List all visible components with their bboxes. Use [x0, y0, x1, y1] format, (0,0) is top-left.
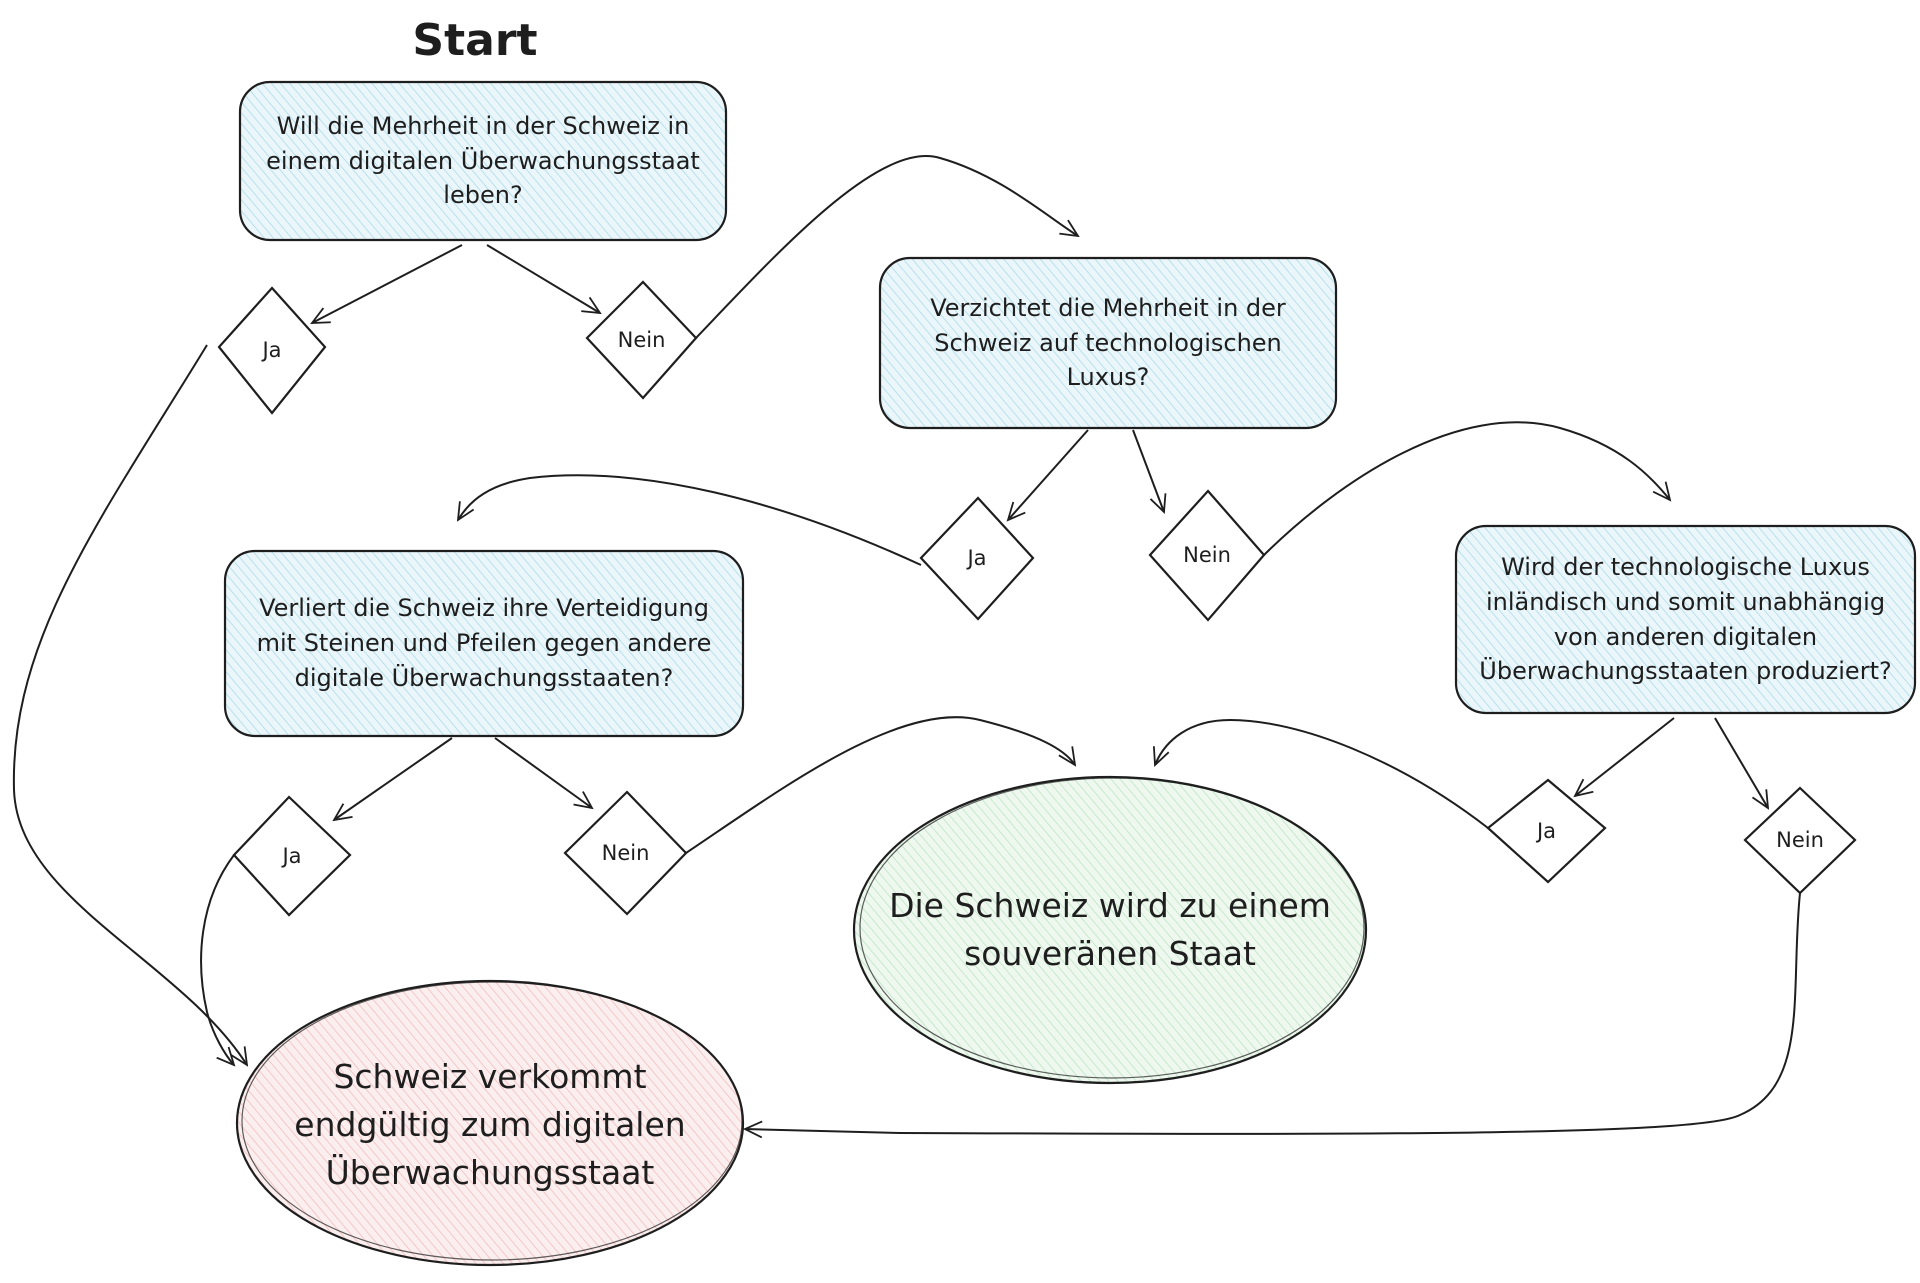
connector-q3-to-yes [334, 737, 453, 820]
question-3-text: Verliert die Schweiz ihre Verteidigung m… [256, 594, 712, 692]
question-4-text: Wird der technologische Luxus inländisch… [1479, 552, 1892, 686]
decision-4-yes-label: Ja [1536, 818, 1557, 843]
decision-1-yes-label: Ja [262, 338, 282, 363]
connector-no2-to-q4 [1263, 421, 1670, 556]
connector-no1-to-q2 [695, 155, 1078, 339]
decision-diamond-2-yes [919, 496, 1035, 621]
connector-q2-to-yes [1008, 429, 1089, 520]
connector-q2-to-no [1132, 429, 1164, 512]
question-2-text: Verzichtet die Mehrheit in der Schweiz a… [930, 293, 1286, 392]
connector-q1-to-no [486, 244, 600, 313]
decision-diamond-1-no [585, 280, 698, 400]
connector-q4-to-no [1714, 717, 1768, 808]
decision-2-yes-label: Ja [967, 546, 987, 571]
decision-1-no-label: Nein [617, 327, 666, 352]
outcome-good-text: Die Schweiz wird zu einem souveränen Sta… [889, 886, 1331, 973]
question-box-shape-3 [223, 549, 745, 738]
decision-diamond-3-no [563, 790, 688, 916]
outcome-bad-text: Schweiz verkommt endgültig zum digitalen… [294, 1057, 686, 1192]
connector-yes4-to-good [1155, 718, 1489, 829]
question-box-shape-4 [1454, 524, 1917, 715]
question-box-shape-1 [238, 80, 728, 242]
connector-yes1-to-bad [12, 344, 247, 1065]
start-label: Start [412, 15, 538, 67]
outcome-bad-shape [235, 979, 745, 1267]
outcome-good-shape [852, 775, 1368, 1085]
decision-diamond-1-yes [217, 286, 327, 415]
connector-no4-to-bad [745, 892, 1801, 1134]
question-1-text: Will die Mehrheit in der Schweiz in eine… [266, 111, 700, 210]
connector-yes2-to-q3 [458, 474, 922, 566]
connector-q3-to-no [494, 737, 592, 808]
decision-4-no-label: Nein [1776, 828, 1824, 853]
connector-no3-to-good [685, 716, 1075, 854]
decision-diamond-4-yes [1486, 778, 1607, 884]
question-box-shape-2 [878, 256, 1338, 430]
connector-yes3-to-bad [200, 854, 234, 1065]
decision-diamond-2-no [1148, 489, 1266, 622]
decision-2-no-label: Nein [1183, 543, 1231, 568]
decision-3-no-label: Nein [601, 840, 650, 865]
decision-3-yes-label: Ja [282, 843, 302, 868]
connector-q1-to-yes [312, 244, 463, 323]
connector-q4-to-yes [1575, 717, 1675, 796]
decision-diamond-3-yes [232, 795, 352, 917]
